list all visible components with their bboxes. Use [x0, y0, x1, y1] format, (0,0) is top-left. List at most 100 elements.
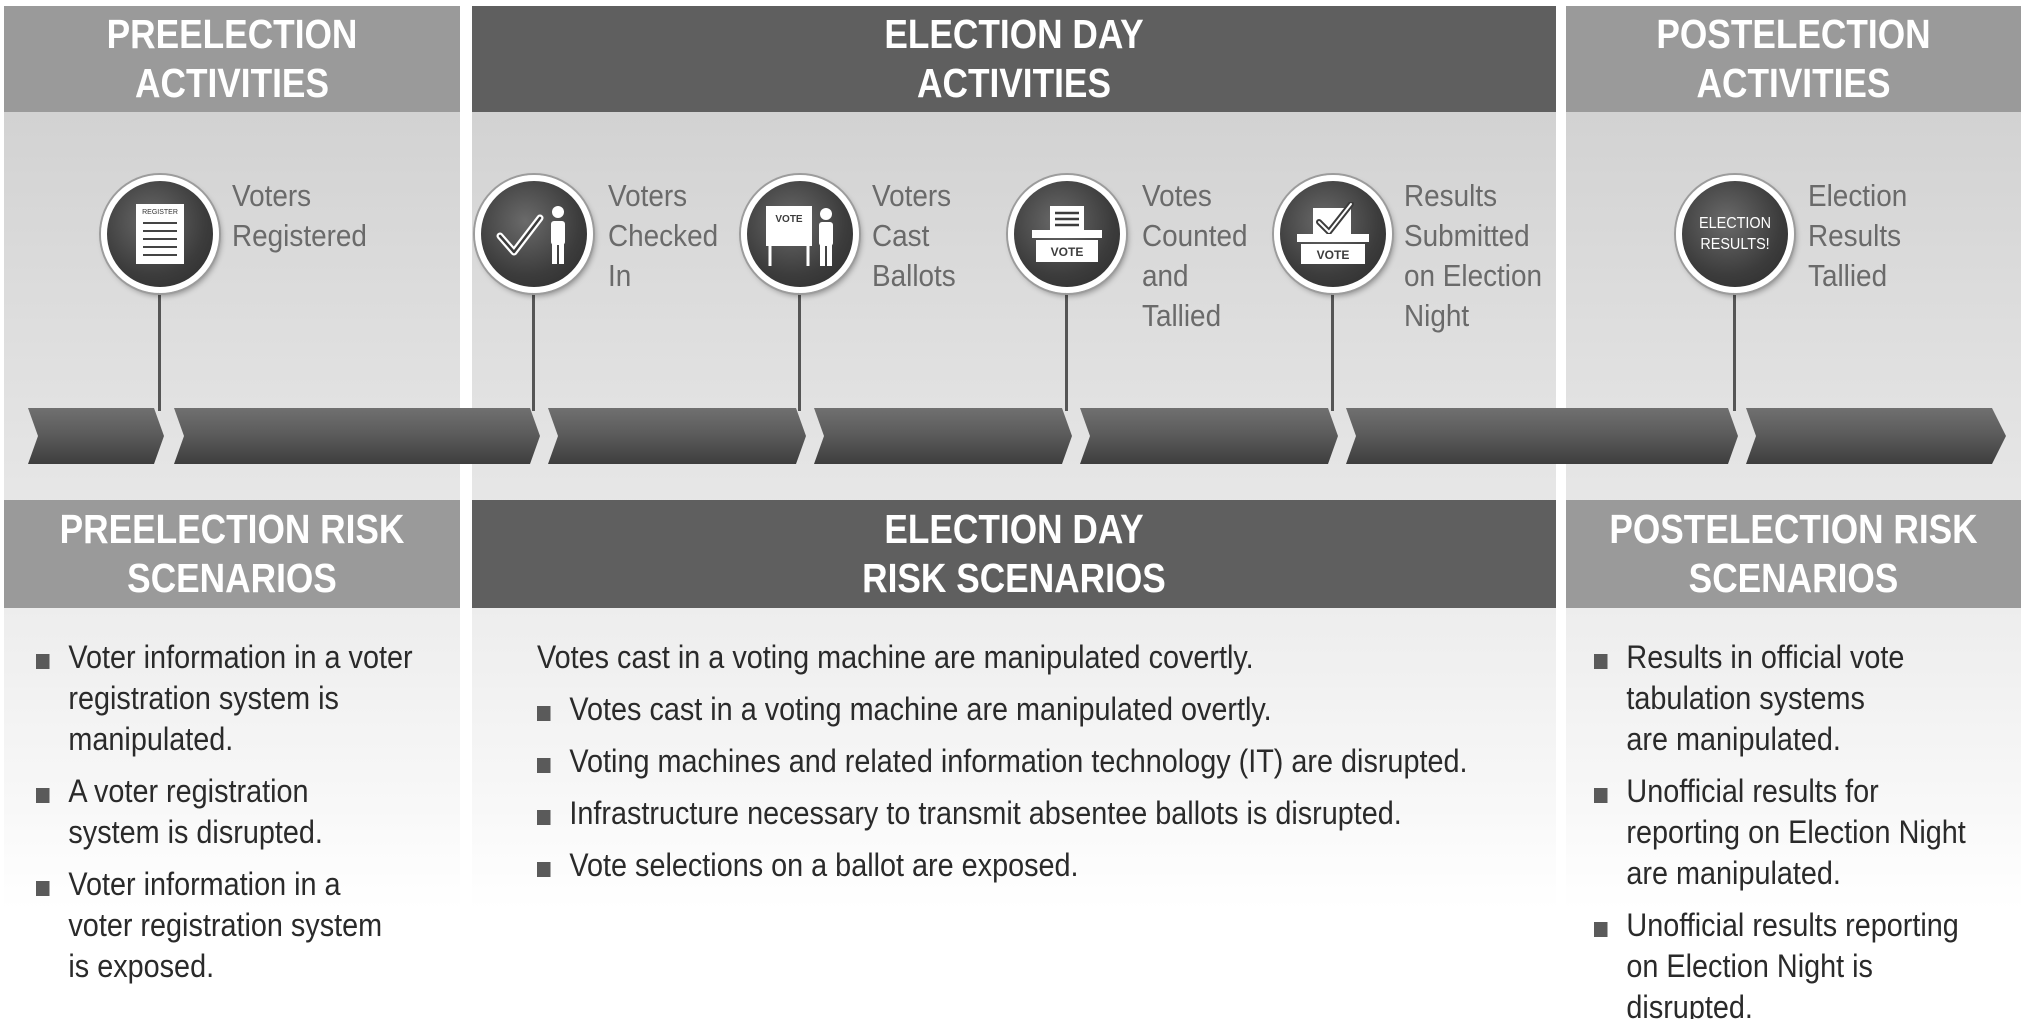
label-line: Tallied: [1142, 298, 1222, 333]
icon-text-line: RESULTS!: [1700, 236, 1770, 253]
stage-icon-circle: VOTE: [1008, 175, 1126, 293]
risk-item: Results in official vote tabulation syst…: [1594, 637, 1990, 760]
icon-text-line: ELECTION: [1698, 215, 1771, 232]
election-day-activities-header: ELECTION DAY ACTIVITIES: [472, 6, 1556, 112]
stage-label-election-results-tallied: Election Results Tallied: [1808, 176, 1907, 296]
risk-item: Unofficial results reporting on Election…: [1594, 905, 1990, 1019]
header-line: SCENARIOS: [127, 555, 337, 601]
risk-item: Votes cast in a voting machine are manip…: [537, 689, 1491, 730]
preelection-risk-list: Voter information in a voter registratio…: [36, 637, 432, 998]
postelection-risk-header: POSTELECTION RISK SCENARIOS: [1566, 500, 2021, 608]
stage-label-results-submitted: Results Submitted on Election Night: [1404, 176, 1542, 336]
label-line: Registered: [232, 218, 367, 253]
preelection-activities-header: PREELECTION ACTIVITIES: [4, 6, 460, 112]
icon-text: VOTE: [1317, 248, 1350, 262]
label-line: Election: [1808, 178, 1908, 213]
timeline-segment: [1346, 408, 1738, 464]
stage-label-voters-cast-ballots: Voters Cast Ballots: [872, 176, 956, 296]
risk-item: Voter information in a voter registratio…: [36, 637, 432, 760]
header-line: PREELECTION RISK: [59, 506, 405, 552]
risk-item: Voter information in a voter registratio…: [36, 864, 432, 987]
header-line: POSTELECTION: [1656, 11, 1931, 57]
stage-connector: [1065, 285, 1068, 411]
label-line: Counted: [1142, 218, 1248, 253]
election-day-risk-list: Votes cast in a voting machine are manip…: [537, 689, 1491, 897]
label-line: Voters: [608, 178, 688, 213]
risk-item: Voting machines and related information …: [537, 741, 1491, 782]
header-line: PREELECTION: [106, 11, 358, 57]
risk-line: reporting on Election Night: [1626, 814, 1966, 850]
ballot-box-check-icon: VOTE: [1297, 202, 1369, 264]
risk-item: A voter registration system is disrupted…: [36, 771, 432, 853]
voting-booth-icon: VOTE: [766, 206, 833, 266]
label-line: Voters: [872, 178, 952, 213]
risk-line: registration system is: [68, 680, 339, 716]
header-line: ACTIVITIES: [135, 60, 329, 106]
label-line: Ballots: [872, 258, 956, 293]
risk-line: Voter information in a voter: [68, 639, 413, 675]
stage-icon-circle: [475, 175, 593, 293]
risk-line: tabulation systems: [1626, 680, 1865, 716]
label-line: Results: [1808, 218, 1902, 253]
header-line: RISK SCENARIOS: [862, 555, 1166, 601]
risk-item: Infrastructure necessary to transmit abs…: [537, 793, 1491, 834]
label-line: Night: [1404, 298, 1470, 333]
election-day-risk-lead: Votes cast in a voting machine are manip…: [537, 639, 1254, 675]
postelection-activities-header: POSTELECTION ACTIVITIES: [1566, 6, 2021, 112]
label-line: Cast: [872, 218, 930, 253]
stage-connector: [1733, 285, 1736, 411]
timeline-segment: [174, 408, 540, 464]
timeline-arrow-shape: [28, 408, 2006, 464]
label-line: Results: [1404, 178, 1498, 213]
risk-line: A voter registration: [68, 773, 309, 809]
header-line: ELECTION DAY: [884, 506, 1144, 552]
checkmark-person-icon: [496, 206, 565, 264]
header-line: ACTIVITIES: [1696, 60, 1891, 106]
ballot-box-icon: VOTE: [1032, 206, 1102, 262]
risk-line: are manipulated.: [1626, 721, 1841, 757]
register-form-icon: REGISTER: [136, 204, 184, 264]
header-line: POSTELECTION RISK: [1609, 506, 1978, 552]
stage-icon-circle: VOTE: [1274, 175, 1392, 293]
risk-line: manipulated.: [68, 721, 234, 757]
stage-label-voters-registered: Voters Registered: [232, 176, 367, 256]
preelection-risk-header: PREELECTION RISK SCENARIOS: [4, 500, 460, 608]
timeline-segment: [814, 408, 1072, 464]
stage-icon-circle: VOTE: [741, 175, 859, 293]
label-line: In: [608, 258, 632, 293]
risk-line: on Election Night is: [1626, 948, 1873, 984]
header-line: ACTIVITIES: [917, 60, 1111, 106]
stage-connector: [798, 285, 801, 411]
stage-label-votes-counted-tallied: Votes Counted and Tallied: [1142, 176, 1247, 336]
label-line: Votes: [1142, 178, 1212, 213]
risk-line: is exposed.: [68, 948, 215, 984]
postelection-risk-list: Results in official vote tabulation syst…: [1594, 637, 1990, 1019]
stage-label-voters-checked-in: Voters Checked In: [608, 176, 718, 296]
timeline-segment: [1080, 408, 1338, 464]
icon-text: VOTE: [1051, 245, 1084, 259]
risk-line: are manipulated.: [1626, 855, 1841, 891]
election-results-icon: ELECTION RESULTS!: [1699, 213, 1771, 255]
risk-item: Unofficial results for reporting on Elec…: [1594, 771, 1990, 894]
risk-line: Voter information in a: [68, 866, 341, 902]
timeline-segment: [548, 408, 806, 464]
preelection-column: PREELECTION ACTIVITIES PREELECTION RISK …: [4, 0, 460, 1019]
timeline-segment: [28, 408, 164, 464]
postelection-column: POSTELECTION ACTIVITIES POSTELECTION RIS…: [1566, 0, 2021, 1019]
risk-line: Unofficial results for: [1626, 773, 1879, 809]
label-line: Submitted: [1404, 218, 1530, 253]
icon-text: VOTE: [775, 214, 803, 225]
label-line: and: [1142, 258, 1189, 293]
stage-connector: [532, 285, 535, 411]
icon-text: REGISTER: [142, 209, 178, 216]
risk-line: Results in official vote: [1626, 639, 1905, 675]
label-line: Voters: [232, 178, 312, 213]
label-line: Checked: [608, 218, 719, 253]
stage-icon-circle: ELECTION RESULTS!: [1676, 175, 1794, 293]
stage-icon-circle: REGISTER: [101, 175, 219, 293]
stage-connector: [158, 285, 161, 411]
risk-line: voter registration system: [68, 907, 383, 943]
timeline-segment: [1746, 408, 2006, 464]
risk-item: Vote selections on a ballot are exposed.: [537, 845, 1491, 886]
header-line: ELECTION DAY: [884, 11, 1144, 57]
